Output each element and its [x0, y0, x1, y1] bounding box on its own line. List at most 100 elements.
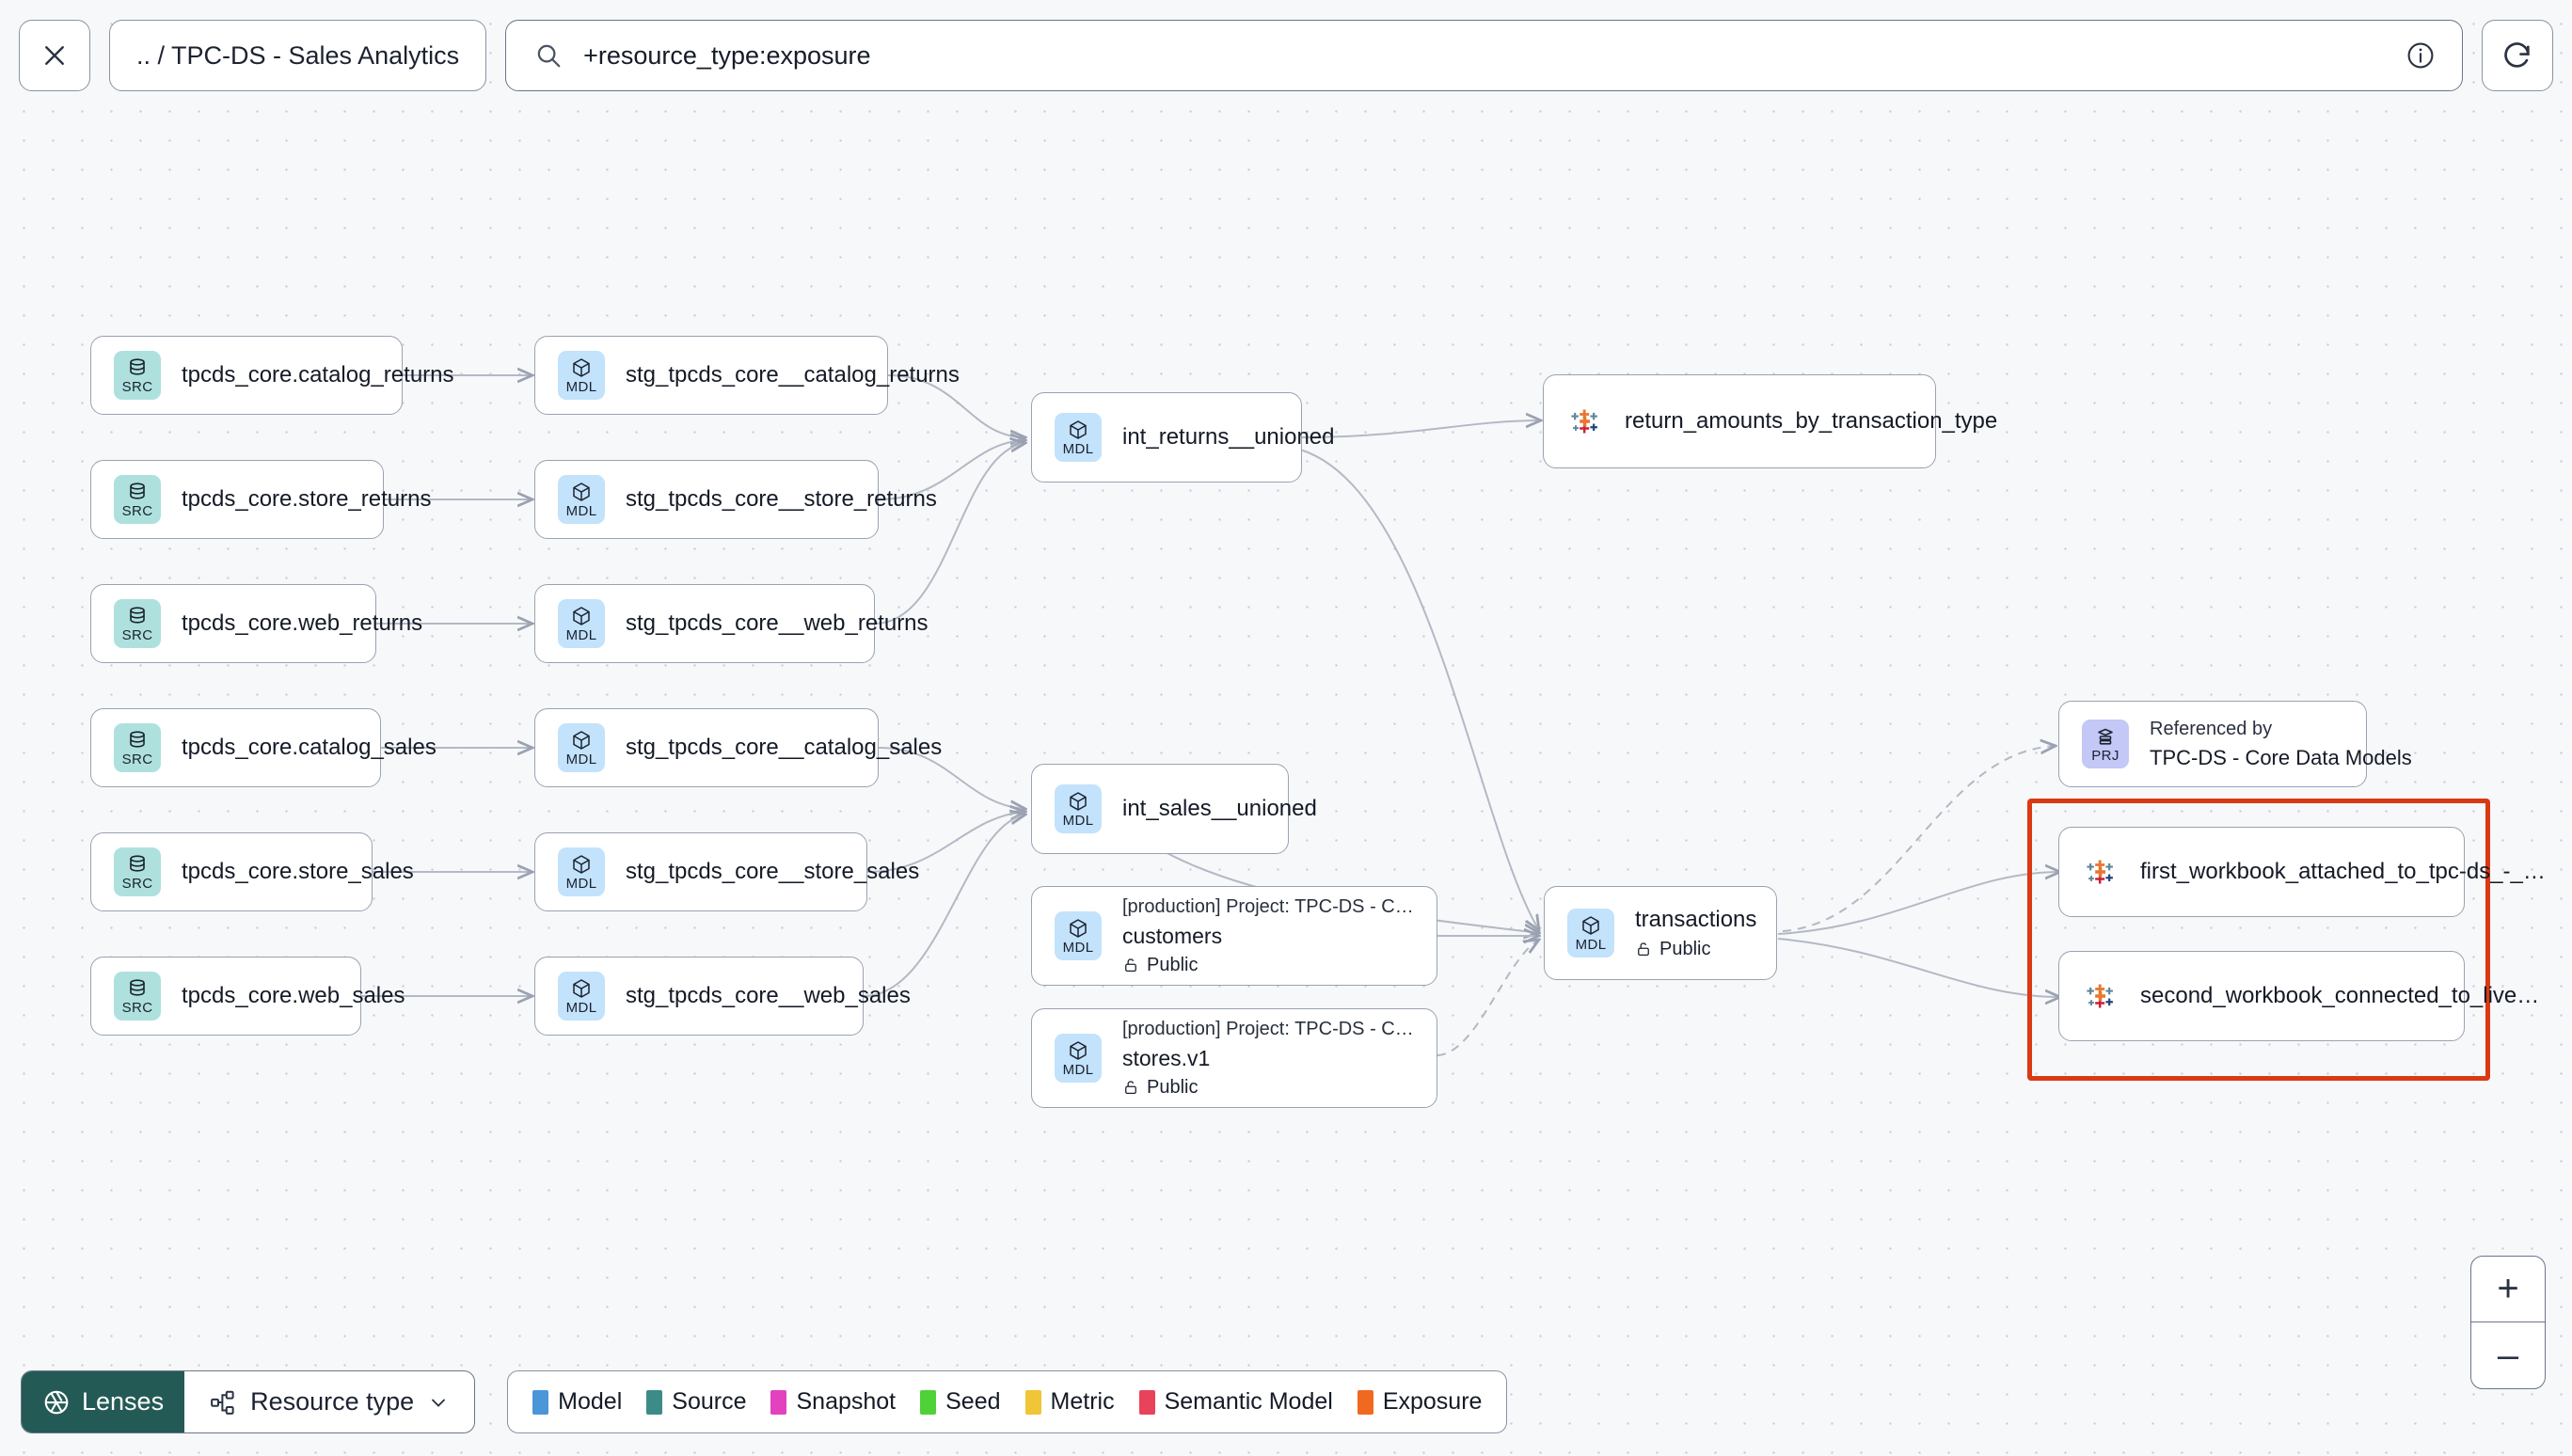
node-source-store-returns[interactable]: SRC tpcds_core.store_returns	[90, 460, 431, 539]
legend-label: Snapshot	[796, 1388, 897, 1415]
mdl-badge: MDL	[558, 723, 605, 772]
app-header: .. / TPC-DS - Sales Analytics +resource_…	[0, 0, 2572, 111]
node-source-web-returns[interactable]: SRC tpcds_core.web_returns	[90, 584, 422, 663]
node-project-referenced-by[interactable]: PRJ Referenced by TPC-DS - Core Data Mod…	[2058, 701, 2412, 787]
lenses-button[interactable]: Lenses	[22, 1371, 185, 1432]
node-exposure-first-workbook[interactable]: first_workbook_attached_to_tpc-ds_-_…	[2058, 827, 2546, 917]
badge-code: MDL	[565, 752, 597, 768]
mdl-badge: MDL	[558, 972, 605, 1021]
breadcrumb-label: .. / TPC-DS - Sales Analytics	[136, 40, 460, 70]
cube-icon	[1070, 1041, 1087, 1060]
node-model-stg-store-sales[interactable]: MDL stg_tpcds_core__store_sales	[534, 832, 919, 911]
lens-group: Lenses Resource type	[21, 1370, 476, 1433]
legend-label: Model	[558, 1388, 623, 1415]
breadcrumb[interactable]: .. / TPC-DS - Sales Analytics	[109, 20, 487, 91]
node-model-stg-catalog-returns[interactable]: MDL stg_tpcds_core__catalog_returns	[534, 336, 960, 415]
cube-icon	[573, 731, 590, 750]
mdl-badge: MDL	[1055, 784, 1102, 833]
tableau-icon	[2087, 984, 2113, 1008]
legend-item-seed: Seed	[920, 1388, 1001, 1416]
mdl-badge: MDL	[558, 847, 605, 896]
resource-type-dropdown[interactable]: Resource type	[184, 1371, 474, 1432]
legend-swatch	[920, 1389, 937, 1415]
search-input[interactable]: +resource_type:exposure	[505, 20, 2463, 91]
badge-code: MDL	[565, 379, 597, 395]
mdl-badge: MDL	[1567, 909, 1614, 957]
unlock-icon	[1125, 958, 1136, 973]
cube-icon	[573, 855, 590, 874]
mdl-badge: MDL	[558, 599, 605, 648]
node-label: tpcds_core.store_returns	[182, 486, 432, 512]
node-source-catalog-sales[interactable]: SRC tpcds_core.catalog_sales	[90, 708, 437, 787]
legend-swatch	[646, 1389, 663, 1415]
badge-code: SRC	[121, 503, 153, 519]
node-body: Referenced by TPC-DS - Core Data Models	[2150, 718, 2412, 770]
zoom-in-button[interactable]: +	[2471, 1257, 2545, 1322]
zoom-out-button[interactable]: –	[2497, 1334, 2519, 1376]
node-label: int_sales__unioned	[1122, 796, 1317, 821]
node-model-stg-catalog-sales[interactable]: MDL stg_tpcds_core__catalog_sales	[534, 708, 942, 787]
node-body: [production] Project: TPC-DS - Core Data…	[1122, 896, 1414, 976]
node-label: first_workbook_attached_to_tpc-ds_-_…	[2140, 859, 2546, 884]
legend-label: Semantic Model	[1164, 1388, 1333, 1415]
zoom-controls: + –	[2470, 1256, 2546, 1389]
node-caption: Referenced by	[2150, 718, 2273, 739]
nodes-icon	[211, 1390, 234, 1415]
node-model-customers[interactable]: MDL [production] Project: TPC-DS - Core …	[1031, 886, 1437, 986]
aperture-icon	[44, 1390, 69, 1414]
node-label: tpcds_core.web_returns	[182, 610, 423, 636]
node-label: tpcds_core.catalog_returns	[182, 362, 454, 388]
node-body: [production] Project: TPC-DS - Core Data…	[1122, 1019, 1414, 1099]
node-exposure-return-amounts[interactable]: return_amounts_by_transaction_type	[1543, 374, 1997, 468]
node-model-stg-web-returns[interactable]: MDL stg_tpcds_core__web_returns	[534, 584, 929, 663]
node-access: Public	[1122, 1077, 1414, 1099]
project-icon	[2098, 728, 2113, 745]
node-model-stg-web-sales[interactable]: MDL stg_tpcds_core__web_sales	[534, 957, 911, 1036]
node-source-web-sales[interactable]: SRC tpcds_core.web_sales	[90, 957, 405, 1036]
tableau-icon	[2087, 860, 2113, 884]
search-query-text: +resource_type:exposure	[583, 40, 871, 70]
src-badge: SRC	[114, 351, 161, 400]
info-icon[interactable]	[2405, 40, 2436, 71]
database-icon	[130, 358, 145, 375]
src-badge: SRC	[114, 972, 161, 1021]
node-model-int-returns-unioned[interactable]: MDL int_returns__unioned	[1031, 392, 1335, 483]
node-exposure-second-workbook[interactable]: second_workbook_connected_to_live…	[2058, 951, 2539, 1041]
refresh-button[interactable]	[2482, 20, 2553, 91]
badge-code: MDL	[1062, 441, 1094, 457]
cube-icon	[573, 483, 590, 501]
cube-icon	[1070, 919, 1087, 938]
node-project-label: [production] Project: TPC-DS - Core Data…	[1122, 1018, 1414, 1039]
node-label: stg_tpcds_core__web_sales	[626, 983, 911, 1008]
node-source-store-sales[interactable]: SRC tpcds_core.store_sales	[90, 832, 414, 911]
database-icon	[130, 607, 145, 624]
node-label: return_amounts_by_transaction_type	[1625, 408, 1998, 434]
badge-code: MDL	[565, 1000, 597, 1016]
node-label: second_workbook_connected_to_live…	[2140, 983, 2540, 1008]
bottom-toolbar: Lenses Resource type Model	[21, 1370, 1508, 1433]
legend-item-snapshot: Snapshot	[770, 1388, 896, 1416]
legend-swatch	[1138, 1389, 1155, 1415]
src-badge: SRC	[114, 475, 161, 524]
mdl-badge: MDL	[1055, 1034, 1102, 1083]
node-model-int-sales-unioned[interactable]: MDL int_sales__unioned	[1031, 764, 1317, 854]
mdl-badge: MDL	[558, 475, 605, 524]
database-icon	[130, 979, 145, 996]
unlock-icon	[1125, 1081, 1136, 1095]
node-model-stores-v1[interactable]: MDL [production] Project: TPC-DS - Core …	[1031, 1008, 1437, 1108]
node-label: stg_tpcds_core__store_sales	[626, 859, 920, 884]
resource-type-legend: Model Source Snapshot Seed Metric Semant…	[507, 1370, 1508, 1433]
node-access-label: Public	[1147, 1076, 1199, 1098]
badge-code: MDL	[565, 503, 597, 519]
close-button[interactable]	[19, 20, 90, 91]
node-model-transactions[interactable]: MDL transactions Public	[1544, 886, 1777, 980]
node-label: stg_tpcds_core__store_returns	[626, 486, 937, 512]
legend-swatch	[532, 1389, 549, 1415]
node-access-label: Public	[1147, 954, 1199, 975]
cube-icon	[573, 607, 590, 625]
node-source-catalog-returns[interactable]: SRC tpcds_core.catalog_returns	[90, 336, 454, 415]
legend-item-metric: Metric	[1024, 1388, 1115, 1416]
badge-code: SRC	[121, 752, 153, 768]
node-model-stg-store-returns[interactable]: MDL stg_tpcds_core__store_returns	[534, 460, 937, 539]
